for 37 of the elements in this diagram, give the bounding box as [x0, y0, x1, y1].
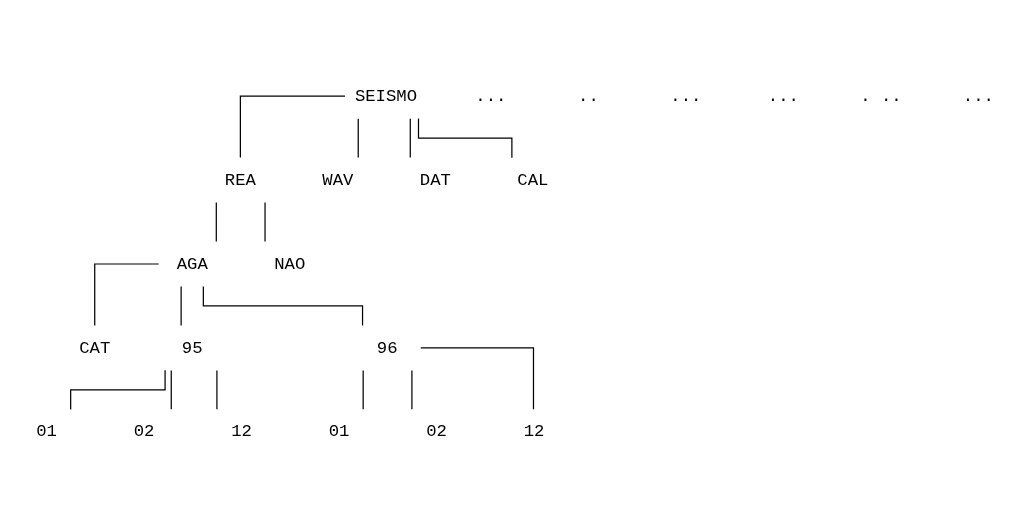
node-text: CAT: [79, 337, 111, 357]
node-text: 02: [426, 421, 447, 441]
connector: [180, 285, 182, 326]
connector: [420, 346, 535, 410]
connector: [362, 369, 364, 410]
connector: [216, 369, 218, 410]
node-text: 12: [523, 421, 545, 441]
connector: [215, 201, 217, 242]
label: . ..: [860, 86, 902, 106]
label: ...: [475, 86, 507, 106]
node-text: 01: [36, 421, 57, 441]
node-text: SEISMO: [354, 86, 418, 106]
connector: [409, 117, 411, 158]
node-text: 02: [133, 421, 155, 441]
node-text: 12: [231, 421, 252, 441]
connector: [170, 369, 172, 410]
connector: [264, 201, 266, 242]
node-text: 96: [376, 337, 398, 357]
connector: [94, 262, 160, 326]
connector: [417, 117, 513, 158]
node-text: 01: [328, 421, 350, 441]
label: ...: [767, 86, 799, 106]
node-text: REA: [224, 170, 256, 190]
node-text: 95: [181, 337, 203, 357]
node-text: CAL: [517, 170, 549, 190]
connector: [70, 369, 166, 410]
node-text: DAT: [419, 170, 451, 190]
label: ..: [578, 86, 599, 106]
label: ...: [962, 86, 994, 106]
connector: [357, 117, 359, 158]
connector: [411, 369, 413, 410]
connector: [239, 95, 346, 158]
connector: [202, 285, 364, 326]
node-text: WAV: [322, 170, 354, 190]
node-text: AGA: [176, 254, 208, 274]
node-text: NAO: [274, 254, 306, 274]
label: ...: [670, 86, 702, 106]
